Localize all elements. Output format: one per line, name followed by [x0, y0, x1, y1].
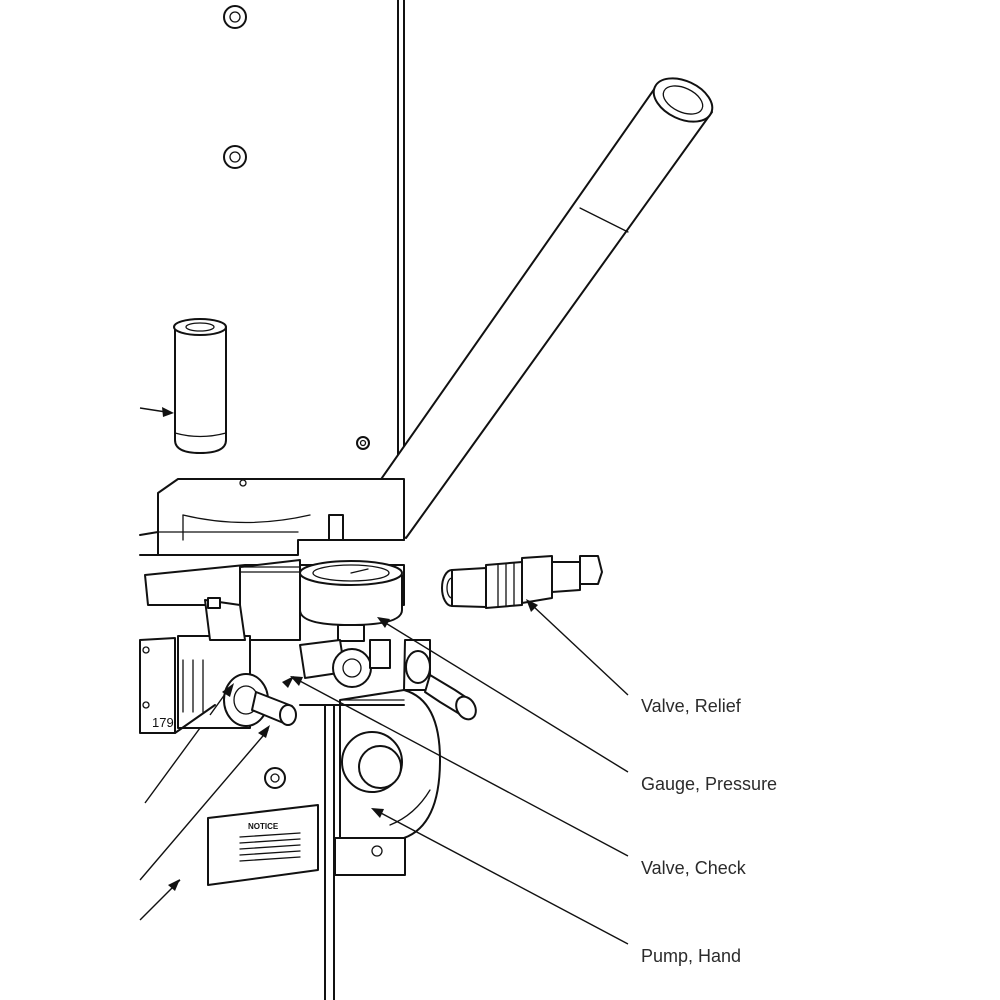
- notice-plate: NOTICE: [207, 804, 319, 886]
- plate-number: 179: [152, 715, 174, 730]
- fitting-left: [223, 673, 297, 727]
- notice-title: NOTICE: [248, 822, 279, 831]
- callout-label-hand-pump: Pump, Hand: [641, 946, 742, 966]
- panel-hole: [356, 436, 370, 450]
- hand-pump-body: [334, 689, 441, 876]
- callout-leader-relief: [526, 599, 629, 696]
- notice-fine-print: [239, 832, 301, 862]
- panel-nut-upper: [223, 5, 247, 29]
- small-bolt: [264, 767, 286, 789]
- callout-leader-check: [290, 676, 629, 857]
- callout-leader-pump: [371, 808, 629, 945]
- callout-label-pressure-gauge: Gauge, Pressure: [641, 774, 778, 794]
- pump-handle: [355, 77, 714, 539]
- callout-label-relief-valve: Valve, Relief: [641, 696, 741, 716]
- left-leader-lines: [139, 676, 294, 921]
- spacer-cylinder: [173, 318, 227, 454]
- lower-frame: [149, 704, 405, 1000]
- side-plate: 179: [139, 637, 176, 734]
- callout-label-check-valve: Valve, Check: [641, 858, 746, 878]
- callout-leader-gauge: [377, 617, 629, 773]
- pressure-gauge: [299, 560, 403, 642]
- elbow-fitting: [424, 674, 477, 721]
- mounting-bracket: [139, 478, 405, 556]
- spacer-arrow: [139, 407, 174, 417]
- gauge-tee-fitting: [299, 639, 431, 691]
- panel-nut-lower: [223, 145, 247, 169]
- relief-valve: [441, 555, 603, 609]
